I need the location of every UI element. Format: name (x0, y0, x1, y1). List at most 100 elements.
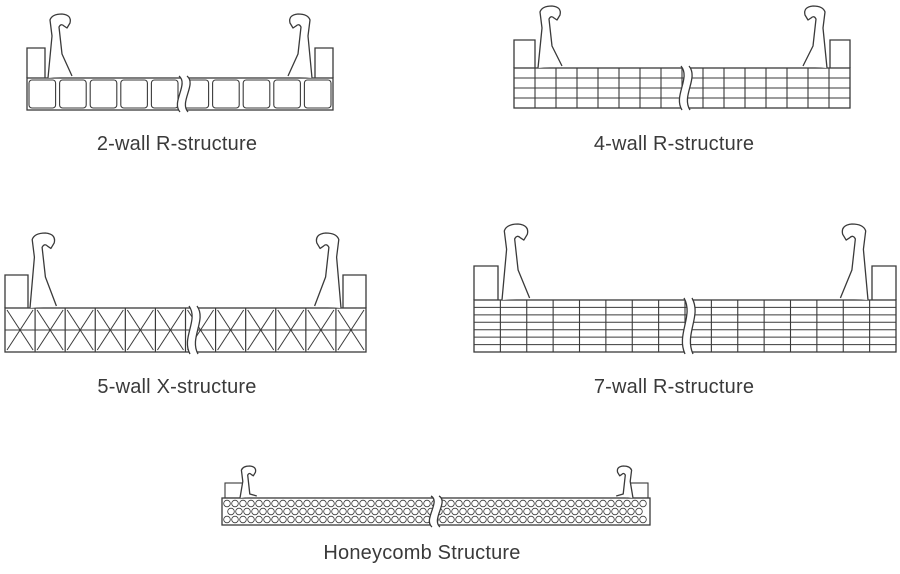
x-diagonal (307, 309, 335, 351)
honeycomb-cell (447, 499, 455, 508)
honeycomb-cell (303, 499, 311, 508)
honeycomb-cell (499, 507, 507, 516)
four-wall-r-structure-profile (513, 5, 851, 111)
x-diagonal (96, 309, 124, 351)
honeycomb-cell (527, 515, 535, 524)
honeycomb-cell (419, 507, 427, 516)
honeycomb-cell (415, 515, 423, 524)
honeycomb-cell (327, 515, 335, 524)
honeycomb-cell (323, 507, 331, 516)
honeycomb-cell (543, 515, 551, 524)
honeycomb-cell (347, 507, 355, 516)
honeycomb-cell (487, 515, 495, 524)
honeycomb-cell (263, 515, 271, 524)
honeycomb-cell (227, 507, 235, 516)
honeycomb-cell (599, 499, 607, 508)
x-diagonal (277, 309, 305, 351)
honeycomb-cell (411, 507, 419, 516)
honeycomb-cell (407, 499, 415, 508)
honeycomb-cell (279, 499, 287, 508)
honeycomb-cell (623, 515, 631, 524)
honeycomb-cell (343, 499, 351, 508)
honeycomb-cell (387, 507, 395, 516)
honeycomb-cell (311, 499, 319, 508)
honeycomb-cell (379, 507, 387, 516)
honeycomb-cell (291, 507, 299, 516)
honeycomb-cell (311, 515, 319, 524)
left-edge-frame (4, 274, 29, 308)
honeycomb-cell (559, 515, 567, 524)
honeycomb-cell (567, 499, 575, 508)
honeycomb-cell (495, 515, 503, 524)
cell (242, 79, 271, 109)
honeycomb-cell (391, 499, 399, 508)
honeycomb-cell (271, 515, 279, 524)
honeycomb-cell (335, 499, 343, 508)
honeycomb-cell (375, 515, 383, 524)
honeycomb-cell (531, 507, 539, 516)
break-gap (187, 306, 201, 354)
right-edge-frame (829, 39, 851, 68)
x-diagonal (66, 309, 94, 351)
break-line-right (194, 305, 201, 355)
cell (273, 79, 301, 109)
right-hook-upstand (313, 232, 342, 309)
honeycomb-cell (527, 499, 535, 508)
break-line-left (681, 297, 688, 355)
honeycomb-cell (315, 507, 323, 516)
honeycomb-cell (339, 507, 347, 516)
honeycomb-cell (319, 499, 327, 508)
honeycomb-cell (447, 515, 455, 524)
honeycomb-cell (371, 507, 379, 516)
honeycomb-cell (583, 515, 591, 524)
left-hook-upstand (537, 5, 563, 69)
honeycomb-cell (295, 515, 303, 524)
five-wall-x-structure-profile (4, 232, 367, 355)
honeycomb-cell (571, 507, 579, 516)
honeycomb-cell (415, 499, 423, 508)
cell (89, 79, 118, 109)
honeycomb-cell (551, 499, 559, 508)
honeycomb-cell (303, 515, 311, 524)
honeycomb-cell (555, 507, 563, 516)
honeycomb-cell (223, 515, 231, 524)
honeycomb-cell (359, 515, 367, 524)
break-line-left (428, 495, 435, 528)
cell (59, 79, 87, 109)
honeycomb-cell (423, 499, 431, 508)
honeycomb-cell (327, 499, 335, 508)
honeycomb-cell (439, 515, 447, 524)
honeycomb-cell (283, 507, 291, 516)
honeycomb-cell (383, 499, 391, 508)
honeycomb-cell (619, 507, 627, 516)
break-gap (679, 66, 693, 110)
honeycomb-cell (575, 499, 583, 508)
honeycomb-cell (583, 499, 591, 508)
cell (150, 79, 179, 109)
honeycomb-cell (235, 507, 243, 516)
honeycomb-cell (523, 507, 531, 516)
honeycomb-cell (395, 507, 403, 516)
break-line-left (678, 65, 685, 111)
five-wall-label: 5-wall X-structure (97, 376, 257, 398)
honeycomb-cell (299, 507, 307, 516)
honeycomb-cell (259, 507, 267, 516)
honeycomb-cell (587, 507, 595, 516)
honeycomb-cell (479, 499, 487, 508)
right-edge-frame (871, 265, 897, 300)
right-hook-upstand (616, 465, 634, 499)
honeycomb-cell (591, 499, 599, 508)
honeycomb-cell (351, 515, 359, 524)
honeycomb-cell (451, 507, 459, 516)
honeycomb-cell (591, 515, 599, 524)
left-hook-upstand (501, 223, 531, 301)
right-hook-upstand (287, 13, 313, 79)
honeycomb-cell (599, 515, 607, 524)
honeycomb-cell (547, 507, 555, 516)
break-line-right (184, 75, 191, 113)
honeycomb-cell (231, 515, 239, 524)
honeycomb-cell (479, 515, 487, 524)
honeycomb-cell (355, 507, 363, 516)
honeycomb-cell (383, 515, 391, 524)
